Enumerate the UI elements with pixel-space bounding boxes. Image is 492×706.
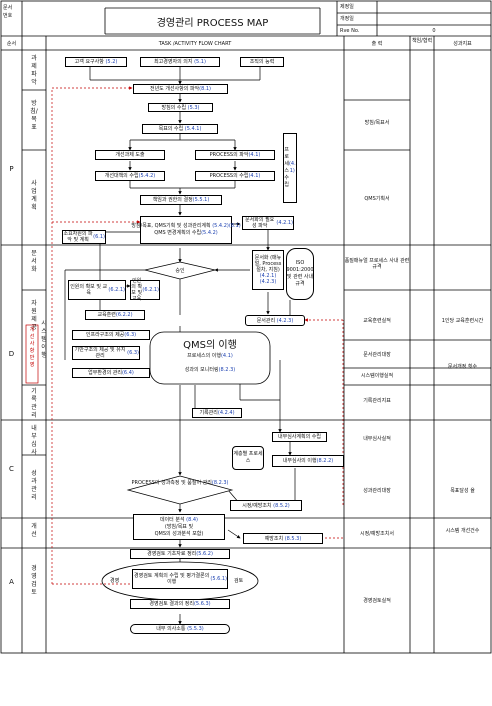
- qms-line-2: 성과의 모니터링(8.2.3): [184, 367, 236, 373]
- step-process-plan: PROCESS의 수립(4.1): [195, 171, 275, 181]
- phase-sub-resource: 자원제공: [31, 300, 37, 331]
- step-process-identify: PROCESS의 파악(4.1): [195, 150, 275, 160]
- header-row-label-3: Rve No.: [340, 28, 360, 34]
- output-docs: 품질매뉴얼 프로세스 사내 관련규격: [344, 258, 410, 270]
- phase-sub-task: 과제파악: [31, 55, 37, 86]
- feedback-label: 개선사항 반영: [29, 327, 35, 368]
- qms-box: [149, 331, 271, 385]
- output-system: 시스템이행실적: [360, 373, 394, 379]
- qms-line-1: 프로세스의 이행(4.1): [187, 353, 233, 359]
- col-owner: 책임/협력: [411, 38, 433, 44]
- phase-letter-p: P: [9, 165, 14, 173]
- output-records: 기록관리지표: [363, 398, 391, 404]
- step-env-manage: 업무환경의 관리(6.4): [72, 368, 150, 378]
- header-rev-value: 0: [432, 28, 436, 34]
- step-policy: 방침의 수립 (5.3): [148, 103, 213, 112]
- phase-letter-a: A: [9, 578, 14, 586]
- phase-sub-records: 기록관리: [31, 388, 37, 419]
- kpi-training-hours: 1인당 교육훈련시간: [441, 318, 484, 324]
- input-ceo: 최고경영자의 의지 (5.1): [140, 57, 220, 67]
- step-mgmt-input: 경영검토 기초자료 정리(5.6.2): [130, 549, 230, 559]
- output-policy: 방침/목표서: [364, 120, 390, 126]
- step-records: 기록관리(4.2.4): [192, 408, 242, 418]
- mgmt-review-right: 검토: [234, 578, 244, 584]
- phase-letter-c: C: [9, 465, 14, 473]
- step-infra-left: 인원의 확보 및 교육(6.2.1): [68, 280, 126, 300]
- col-output: 출 력: [371, 41, 383, 47]
- mgmt-review-left: 경영: [110, 578, 120, 584]
- qms-title: QMS의 이행: [183, 340, 237, 351]
- kpi-system-improvements: 시스템 개선건수: [445, 528, 480, 534]
- output-doc-register: 문서관리대장: [363, 352, 391, 358]
- output-training: 교육훈련실적: [363, 318, 391, 324]
- doc-no-label: 문서 번호: [3, 5, 13, 19]
- phase-sub-doc: 문서화: [31, 250, 37, 273]
- step-education: 교육훈련(6.2.2): [85, 310, 145, 320]
- iso-reference: ISO 9001:2000 및 관련 사내규격: [286, 248, 314, 300]
- output-review: 경영검토실적: [363, 598, 391, 604]
- phase-sub-improve: 개선: [31, 523, 37, 538]
- step-infra: 인원의 확보 및 교육(6.2.1): [130, 278, 160, 302]
- header-row-label-1: 제정일: [340, 4, 354, 10]
- approval-label: 승인: [175, 268, 185, 274]
- phase-sub-audit: 내부심사: [31, 425, 37, 456]
- step-doc-control: 문서관리 (4.2.3): [245, 315, 305, 326]
- step-business-plan: 방침/목표, QMS기획 및 성과관리계획 (5.4.2)(8.1) QMS 변…: [131, 216, 241, 244]
- step-audit-exec: 내부심사의 이행(8.2.2): [272, 455, 344, 467]
- step-improve-plan: 개선대책의 수립(5.4.2): [95, 171, 165, 181]
- phase-sub-review: 경영검토: [31, 565, 37, 596]
- step-doc-need: 문서화의 필요성 파악(4.2.1): [242, 216, 294, 230]
- step-plan-approve: 책임과 권한의 결정(5.5.1): [140, 195, 222, 205]
- step-doc-make: 문서화 (매뉴얼, Process 절차, 지침)(4.2.1)(4.2.3): [252, 250, 284, 290]
- page-title: 경영관리 PROCESS MAP: [156, 18, 269, 29]
- step-objective: 목표의 수립 (5.4.1): [142, 124, 218, 134]
- phase-letter-d: D: [8, 350, 15, 358]
- col-flow: TASK /ACTIVITY FLOW CHART: [158, 41, 232, 47]
- process-check-label: PROCESS의 성과측정 및 품질이 관리(8.2.3): [131, 480, 229, 486]
- step-corrective: 시정/예방조치 (8.5.2): [230, 500, 302, 511]
- phase-sub-system: 시스템이행: [41, 320, 47, 359]
- output-performance: 성과관리대장: [363, 488, 391, 494]
- kpi-doc-revisions: 문서개정 횟수: [447, 364, 478, 370]
- step-mgmt-output: 경영검토 결과의 정리(5.6.3): [130, 599, 230, 609]
- step-data-analysis: 데이터 분석 (8.4) (방침/목표 및 QMS의 성과분석 포함): [133, 514, 225, 540]
- col-kpi: 성과지표: [453, 41, 472, 47]
- input-customer: 고객 요구사항 (5.2): [65, 57, 127, 67]
- input-org: 조직의 능력: [240, 57, 284, 67]
- step-mgmt-review-mid: 경영검토 계획의 수립 및 평가결론의 이행(5.6.1): [132, 569, 228, 589]
- phase-sub-performance: 성과관리: [31, 470, 37, 501]
- process-check-diamond: [126, 475, 234, 505]
- header-row-label-2: 개정일: [340, 16, 354, 22]
- step-work-env: 기반구조의 제공 및 유지관리(6.3): [72, 346, 140, 360]
- step-audit-plan: 내부심사계획의 수립: [272, 432, 327, 442]
- feedback-label-box: [25, 324, 39, 384]
- step-preventive: 예방조치 (8.5.3): [243, 533, 323, 544]
- approval-diamond: [144, 261, 216, 280]
- step-resource-vertical: 프로세스 수립(4.1): [283, 133, 297, 203]
- output-qms-plan: QMS기획서: [364, 196, 390, 202]
- phase-sub-policy: 방침/목표: [30, 100, 38, 131]
- output-corrective: 시정/예방조치서: [360, 531, 394, 537]
- step-internal-comm: 내부 의사소통 (5.5.3): [130, 624, 230, 634]
- step-eval-dept: 계층별 프로세스: [232, 446, 264, 470]
- step-improve-prev: 전년도 개선사항의 파악(8.1): [133, 84, 228, 94]
- kpi-goal-achievement: 목표달성 율: [450, 488, 475, 494]
- output-audit: 내부심사실적: [363, 436, 391, 442]
- step-goal-issue: 개선과제 도출: [95, 150, 165, 160]
- phase-sub-plan: 사업계획: [31, 180, 37, 211]
- step-resource-need: 소요자원의 파악 및 계획(6.1): [62, 230, 106, 244]
- step-facility: 인프라구조의 제공(6.3): [72, 330, 150, 340]
- col-order: 순서: [6, 41, 17, 47]
